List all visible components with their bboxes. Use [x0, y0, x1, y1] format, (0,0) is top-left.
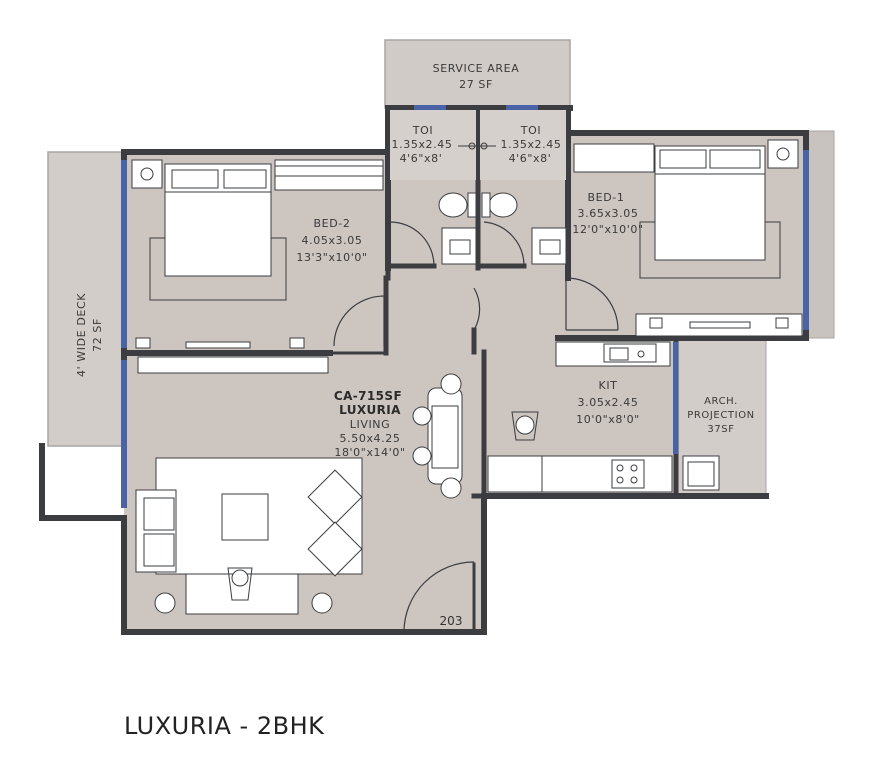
living-furniture	[135, 373, 463, 615]
windows	[121, 105, 809, 508]
kit-size-m: 3.05x2.45	[578, 396, 639, 409]
doors	[333, 221, 619, 633]
toi-right-size-ft: 4'6"x8'	[509, 152, 552, 165]
deck-label: 4' WIDE DECK	[75, 293, 88, 377]
bed2-furniture	[131, 159, 384, 374]
service-area-area: 27 SF	[459, 78, 493, 91]
bed1-projection-strip	[805, 130, 835, 339]
bed1-size-m: 3.65x3.05	[578, 207, 639, 220]
arch-area: 37SF	[707, 424, 734, 435]
living-size-m: 5.50x4.25	[340, 432, 401, 445]
toi-right-name: TOI	[520, 124, 541, 137]
bed1-name: BED-1	[588, 191, 625, 204]
service-area-name: SERVICE AREA	[433, 62, 520, 75]
living-size-ft: 18'0"x14'0"	[334, 446, 405, 459]
bed1-furniture	[573, 139, 803, 337]
brand-label: LUXURIA	[339, 403, 401, 417]
kit-name: KIT	[599, 379, 618, 392]
bed2-size-ft: 13'3"x10'0"	[296, 251, 367, 264]
toi-right-size-m: 1.35x2.45	[501, 138, 562, 151]
kit-size-ft: 10'0"x8'0"	[576, 413, 640, 426]
service-area	[384, 39, 571, 109]
unit-number: 203	[440, 614, 463, 628]
arch-name-1: ARCH.	[704, 396, 738, 407]
deck-area-label: 72 SF	[91, 318, 104, 352]
toi-left-size-m: 1.35x2.45	[392, 138, 453, 151]
kitchen-furniture	[487, 341, 720, 493]
toi-left-name: TOI	[412, 124, 433, 137]
toilet-fixtures	[390, 110, 567, 265]
bed1-size-ft: 12'0"x10'0"	[572, 223, 643, 236]
bed2-size-m: 4.05x3.05	[302, 234, 363, 247]
bed2-name: BED-2	[314, 217, 351, 230]
carpet-area-label: CA-715SF	[334, 389, 402, 403]
toi-left-size-ft: 4'6"x8'	[400, 152, 443, 165]
plan-title: LUXURIA - 2BHK	[124, 712, 325, 740]
deck-area	[47, 151, 125, 447]
living-name: LIVING	[350, 418, 391, 431]
arch-name-2: PROJECTION	[687, 410, 755, 421]
